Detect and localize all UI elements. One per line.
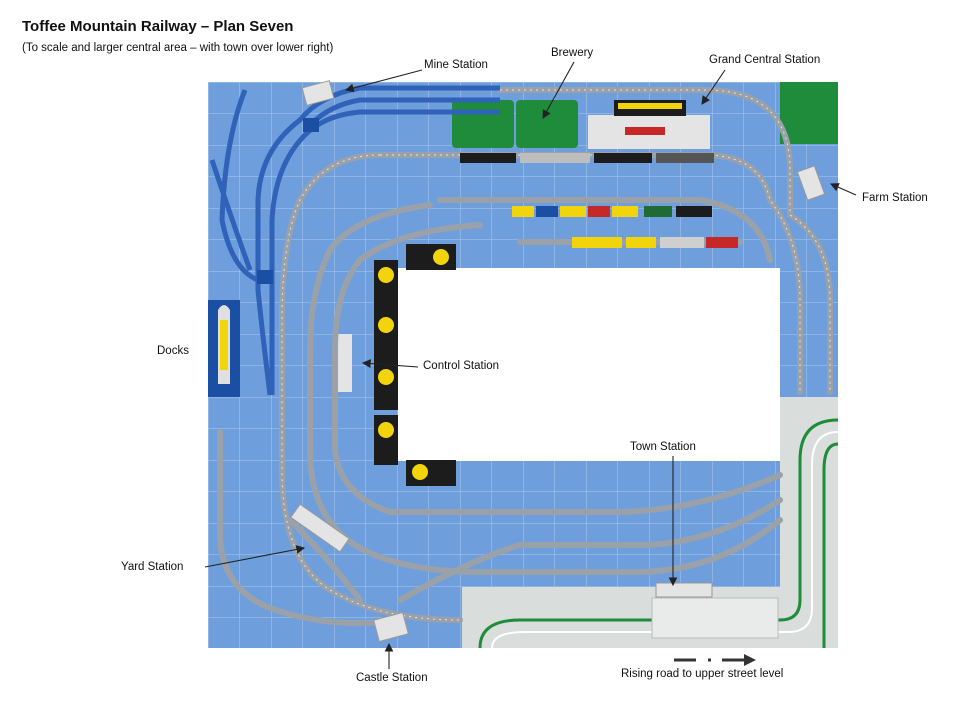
small-stations — [290, 80, 826, 643]
brewery-plate-right — [516, 100, 578, 148]
brewery-plate-left — [452, 100, 514, 148]
control-station-label: Control Station — [423, 360, 500, 372]
page-subtitle: (To scale and larger central area – with… — [22, 42, 334, 54]
page-title: Toffee Mountain Railway – Plan Seven — [22, 18, 294, 35]
central-area — [398, 268, 780, 461]
callout-arrows — [204, 61, 857, 669]
docks-ship — [208, 300, 240, 397]
brewery-label: Brewery — [551, 47, 594, 59]
docks-label: Docks — [157, 345, 189, 357]
rising-road-arrow — [674, 654, 756, 666]
town-station-label: Town Station — [630, 441, 696, 453]
rising-road-label: Rising road to upper street level — [621, 668, 784, 680]
yard-station-label: Yard Station — [121, 561, 184, 573]
castle-station-label: Castle Station — [356, 672, 428, 684]
town-area — [462, 397, 839, 649]
farm-station-label: Farm Station — [862, 192, 928, 204]
grand-central-station-label: Grand Central Station — [709, 54, 821, 66]
mine-station-label: Mine Station — [424, 59, 488, 71]
control-station-blocks — [338, 244, 456, 486]
trains — [460, 153, 738, 248]
farm-green-plate — [780, 82, 838, 144]
